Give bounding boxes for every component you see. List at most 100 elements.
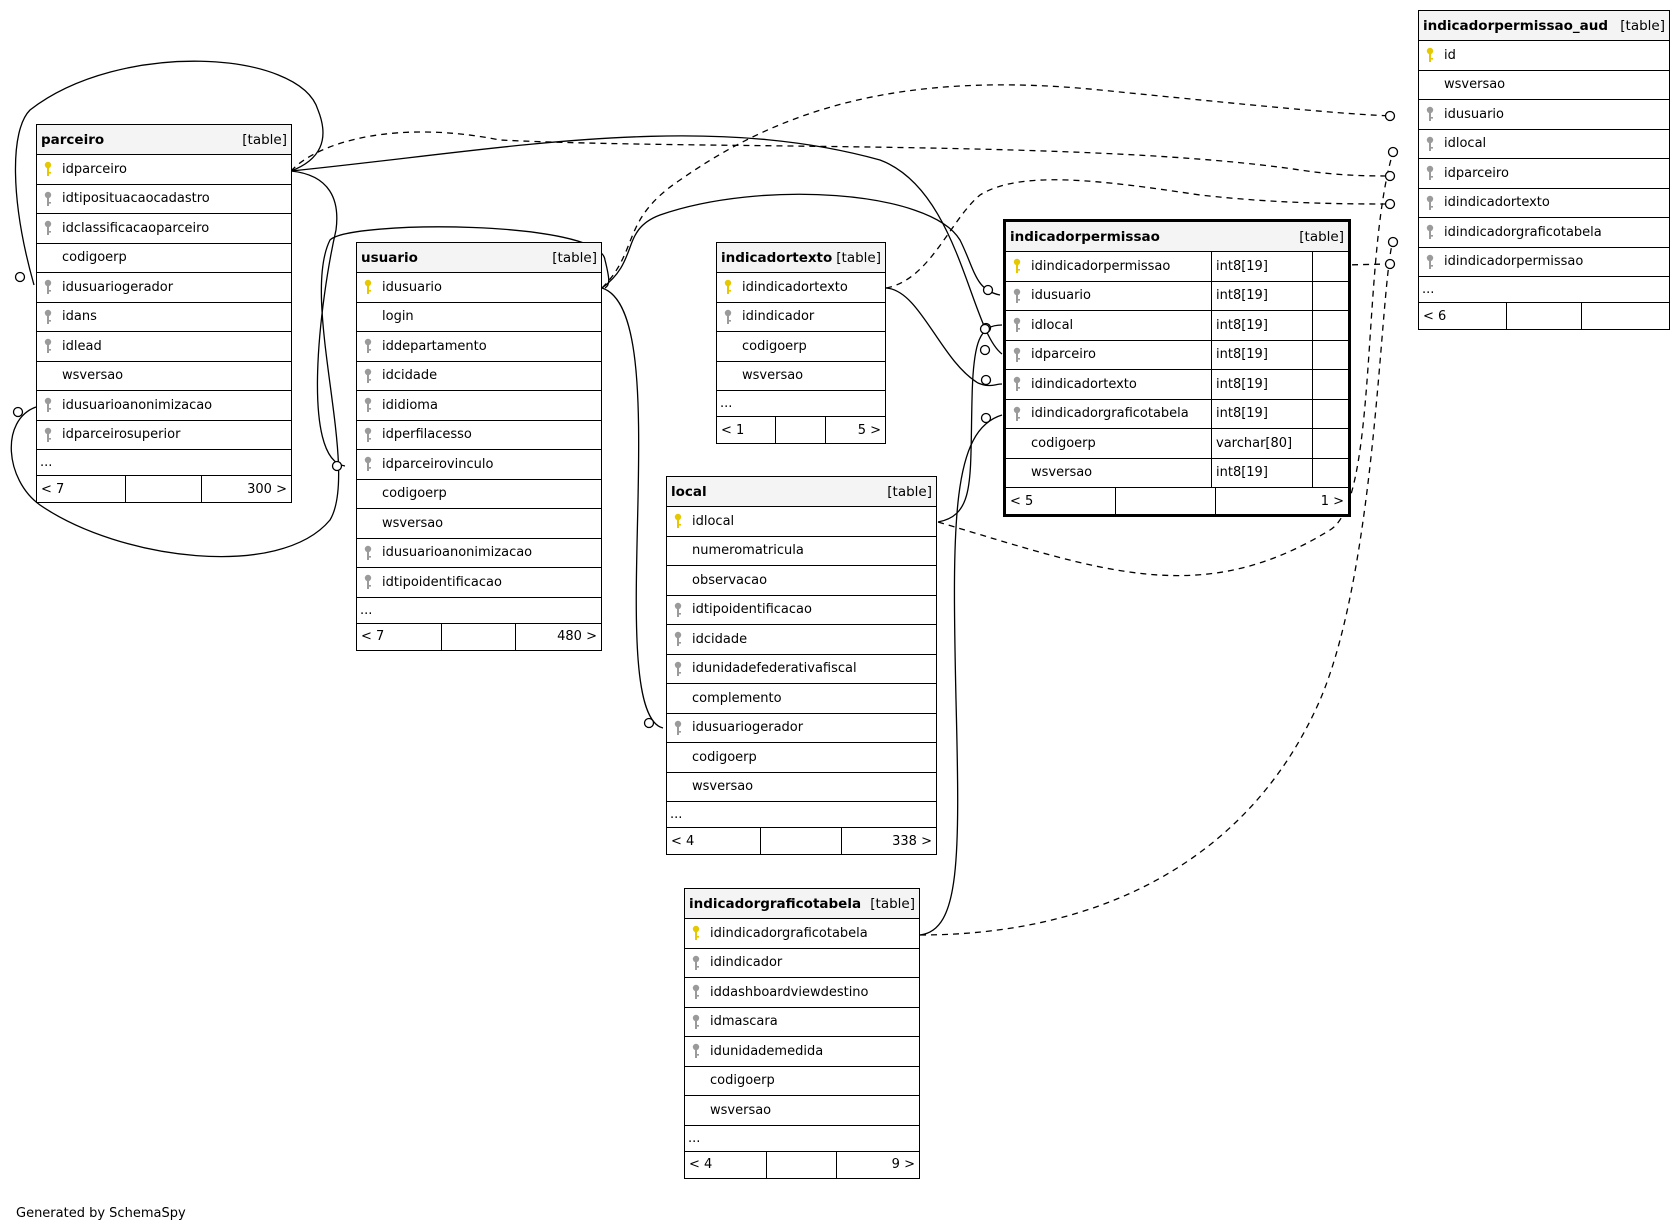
column-row[interactable]: idparceiro	[37, 155, 291, 185]
parents-count: < 7	[357, 623, 443, 650]
column-row[interactable]: observacao	[667, 566, 936, 596]
column-name: wsversao	[382, 515, 444, 531]
column-name: complemento	[692, 690, 782, 706]
column-row[interactable]: idperfilacesso	[357, 421, 601, 450]
column-row[interactable]: idcidade	[357, 362, 601, 391]
table-header[interactable]: usuario [table]	[357, 243, 601, 273]
table-header[interactable]: indicadorpermissao [table]	[1006, 222, 1348, 252]
column-row[interactable]: idindicadorgraficotabela	[685, 919, 919, 949]
table-header[interactable]: parceiro [table]	[37, 125, 291, 155]
column-row[interactable]: wsversao	[37, 362, 291, 391]
column-row[interactable]: wsversao	[685, 1096, 919, 1126]
column-row[interactable]: idusuario	[1419, 100, 1669, 130]
column-row[interactable]: idparceirovinculo	[357, 450, 601, 480]
column-row[interactable]: idunidademedida	[685, 1037, 919, 1067]
column-row[interactable]: codigoerp	[717, 332, 885, 362]
column-row[interactable]: codigoerp	[357, 480, 601, 509]
column-row[interactable]: idindicador	[717, 303, 885, 332]
column-row[interactable]: idtiposituacaocadastro	[37, 185, 291, 214]
column-row[interactable]: idclassificacaoparceiro	[37, 214, 291, 244]
column-row[interactable]: idtipoidentificacao	[667, 596, 936, 625]
column-row[interactable]: idparceiro	[1419, 159, 1669, 189]
primary-key-icon	[357, 279, 379, 295]
parents-count: < 4	[685, 1151, 767, 1178]
column-row[interactable]: idlocal	[1419, 130, 1669, 159]
table-header[interactable]: local [table]	[667, 477, 936, 507]
children-count: 300 >	[247, 481, 287, 497]
more-columns-row[interactable]: ...	[1419, 277, 1669, 303]
column-row[interactable]: idusuariogerador	[37, 273, 291, 303]
foreign-key-icon	[37, 397, 59, 413]
column-row[interactable]: idindicadortexto	[717, 273, 885, 303]
column-row[interactable]: idusuarioanonimizacao	[357, 539, 601, 568]
column-row[interactable]: idtipoidentificacao	[357, 568, 601, 598]
table-local[interactable]: local [table] idlocal numeromatricula obse…	[666, 476, 937, 855]
column-name: numeromatricula	[692, 543, 804, 559]
table-header[interactable]: indicadorpermissao_aud [table]	[1419, 11, 1669, 41]
column-row[interactable]: iddepartamento	[357, 332, 601, 362]
more-indicator: ...	[40, 455, 53, 470]
table-indicadorgraficotabela[interactable]: indicadorgraficotabela [table] idindicad…	[684, 888, 920, 1179]
column-row[interactable]: idparceirosuperior	[37, 421, 291, 450]
more-columns-row[interactable]: ...	[685, 1126, 919, 1152]
column-row[interactable]: iddashboardviewdestino	[685, 978, 919, 1008]
column-row[interactable]: wsversao	[667, 773, 936, 802]
column-row[interactable]: login	[357, 303, 601, 332]
column-row[interactable]: codigoerp	[685, 1067, 919, 1096]
column-row[interactable]: ididioma	[357, 391, 601, 421]
primary-key-icon	[37, 161, 59, 177]
more-columns-row[interactable]: ...	[357, 598, 601, 624]
column-row[interactable]: idindicadortexto	[1419, 189, 1669, 218]
column-row[interactable]: idans	[37, 303, 291, 332]
column-name: idperfilacesso	[382, 427, 472, 443]
table-type: [table]	[242, 131, 287, 148]
column-name: idparceiro	[1444, 165, 1509, 181]
foreign-key-icon	[667, 602, 689, 618]
column-name: idusuarioanonimizacao	[62, 397, 213, 413]
column-row[interactable]: idusuario	[357, 273, 601, 303]
column-name: idindicadorgraficotabela	[1031, 406, 1189, 422]
column-row[interactable]: idlead	[37, 332, 291, 362]
column-row[interactable]: idunidadefederativafiscal	[667, 655, 936, 684]
foreign-key-icon	[1006, 406, 1028, 422]
column-row[interactable]: numeromatricula	[667, 537, 936, 566]
column-row[interactable]: id	[1419, 41, 1669, 71]
column-row[interactable]: wsversao	[717, 362, 885, 391]
column-row[interactable]: idindicador	[685, 949, 919, 978]
column-row[interactable]: idusuariogerador	[667, 714, 936, 743]
column-name: idindicadorgraficotabela	[710, 925, 868, 941]
parents-count: < 1	[717, 417, 776, 443]
column-row[interactable]: wsversao	[357, 509, 601, 539]
column-row[interactable]: idusuarioanonimizacao	[37, 391, 291, 421]
table-header[interactable]: indicadorgraficotabela [table]	[685, 889, 919, 919]
table-indicadorpermissao[interactable]: indicadorpermissao [table] idindicadorpe…	[1003, 219, 1351, 517]
more-columns-row[interactable]: ...	[667, 802, 936, 828]
column-row[interactable]: idcidade	[667, 625, 936, 655]
column-name: iddashboardviewdestino	[710, 984, 869, 1000]
column-row[interactable]: idmascara	[685, 1008, 919, 1037]
foreign-key-icon	[1419, 195, 1441, 211]
children-count	[1582, 303, 1670, 329]
table-header[interactable]: indicadortexto [table]	[717, 243, 885, 273]
column-row[interactable]: codigoerp	[37, 244, 291, 273]
more-columns-row[interactable]: ...	[717, 391, 885, 417]
more-columns-row[interactable]: ...	[37, 450, 291, 476]
column-row[interactable]: wsversao	[1419, 71, 1669, 100]
column-row[interactable]: idindicadorgraficotabela	[1419, 218, 1669, 248]
column-row[interactable]: idlocal	[667, 507, 936, 537]
column-row[interactable]: complemento	[667, 684, 936, 714]
column-row[interactable]: codigoerp	[667, 743, 936, 773]
column-row[interactable]: idindicadorpermissao	[1419, 248, 1669, 277]
